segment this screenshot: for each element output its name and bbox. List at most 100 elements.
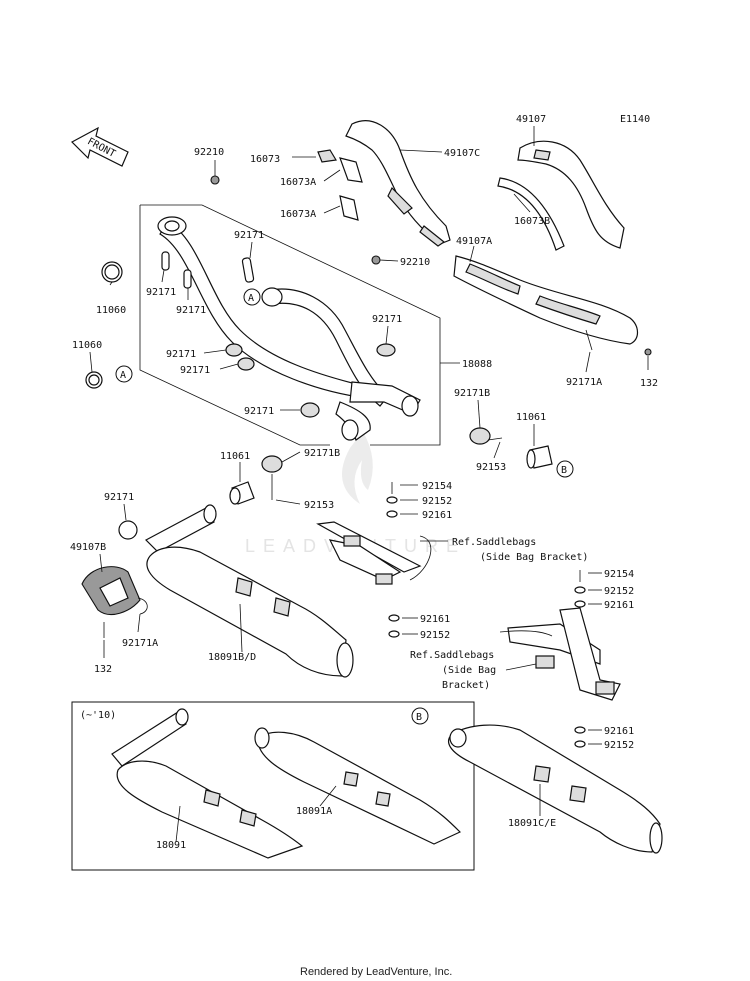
screw-132-top <box>644 348 652 356</box>
label-92171A: 92171A <box>566 377 602 388</box>
label-18091A: 18091A <box>296 806 332 817</box>
label-92153: 92153 <box>304 500 334 511</box>
heat-shield-49107 <box>517 140 625 249</box>
clamp-92171-b <box>161 251 170 271</box>
label-92210: 92210 <box>194 147 224 158</box>
label-92154: 92154 <box>604 569 634 580</box>
ref-side-bag-bracket-1: (Side Bag Bracket) <box>480 552 588 563</box>
label-18091: 18091 <box>156 840 186 851</box>
label-92161: 92161 <box>604 600 634 611</box>
saddlebag-bracket-left <box>316 521 432 585</box>
label-18088: 18088 <box>462 359 492 370</box>
muffler-18091BD <box>145 504 354 678</box>
ref-saddlebags-2: Ref.Saddlebags <box>410 650 494 661</box>
label-11061: 11061 <box>220 451 250 462</box>
label-49107: 49107 <box>516 114 546 125</box>
clamp-92171-g <box>300 402 320 418</box>
heat-pad-16073A-2 <box>339 195 359 221</box>
clamp-92171-c <box>183 269 192 289</box>
diagram-id: E1140 <box>620 114 650 125</box>
label-92171: 92171 <box>244 406 274 417</box>
ref-bracket-2: Bracket) <box>442 680 490 691</box>
callout-b-right <box>556 460 574 478</box>
label-11060: 11060 <box>96 305 126 316</box>
ref-saddlebags-1: Ref.Saddlebags <box>452 537 536 548</box>
nut-92161-d <box>574 726 586 734</box>
label-92171: 92171 <box>176 305 206 316</box>
label-92171: 92171 <box>180 365 210 376</box>
front-arrow-icon: FRONT <box>71 126 129 167</box>
label-92171A: 92171A <box>122 638 158 649</box>
clamp-92171-e <box>225 343 243 357</box>
header-pipe-rear <box>261 287 389 407</box>
svg-text:A: A <box>248 293 254 304</box>
label-16073B: 16073B <box>514 216 550 227</box>
footer-credit: Rendered by LeadVenture, Inc. <box>300 966 452 978</box>
label-92171: 92171 <box>104 492 134 503</box>
label-92210: 92210 <box>400 257 430 268</box>
label-92171: 92171 <box>372 314 402 325</box>
label-49107B: 49107B <box>70 542 106 553</box>
clamp-92171-h <box>118 520 138 540</box>
watermark-flame-icon <box>342 430 373 504</box>
label-92171B: 92171B <box>304 448 340 459</box>
heat-shield-49107B <box>81 566 141 615</box>
label-11061: 11061 <box>516 412 546 423</box>
label-16073A: 16073A <box>280 177 316 188</box>
heat-pad-16073 <box>317 149 337 163</box>
label-18091BD: 18091B/D <box>208 652 256 663</box>
washer-92152-b <box>388 630 400 638</box>
nut-92161-a <box>386 510 398 518</box>
header-pipe-front <box>157 216 368 399</box>
callout-a-upper <box>243 288 261 306</box>
muffler-18091 <box>111 708 304 859</box>
label-92171: 92171 <box>234 230 264 241</box>
label-92152: 92152 <box>604 740 634 751</box>
label-132: 132 <box>640 378 658 389</box>
muffler-18091CE <box>448 724 663 854</box>
label-132: 132 <box>94 664 112 675</box>
label-92171B: 92171B <box>454 388 490 399</box>
sleeve-11061-right <box>526 445 553 469</box>
nut-92161-b <box>388 614 400 622</box>
label-11060: 11060 <box>72 340 102 351</box>
label-92154: 92154 <box>422 481 452 492</box>
header-collector <box>335 381 421 441</box>
clip-92171A-top <box>585 329 593 351</box>
clamp-92171B-left <box>261 455 283 473</box>
assembly-frame-18088 <box>140 204 441 446</box>
clip-92171A-left <box>137 597 148 615</box>
washer-92152-a <box>386 496 398 504</box>
svg-text:B: B <box>561 465 567 476</box>
nut-92210-mid <box>371 255 381 265</box>
label-92153: 92153 <box>476 462 506 473</box>
sleeve-11061-left <box>229 481 255 505</box>
clamp-92171-d <box>376 343 396 357</box>
inset-note: (~'10) <box>80 710 116 721</box>
ref-side-bag-2: (Side Bag <box>442 665 496 676</box>
clamp-92171-f <box>237 357 255 371</box>
svg-text:B: B <box>416 712 422 723</box>
label-92152: 92152 <box>422 496 452 507</box>
nut-92210-top <box>210 175 220 185</box>
muffler-18091A <box>254 727 462 845</box>
svg-text:A: A <box>120 370 126 381</box>
washer-92152-d <box>574 740 586 748</box>
label-92171: 92171 <box>166 349 196 360</box>
label-16073A: 16073A <box>280 209 316 220</box>
clamp-92171-a <box>241 257 255 283</box>
callout-b-lower <box>411 707 429 725</box>
label-92171: 92171 <box>146 287 176 298</box>
label-49107C: 49107C <box>444 148 480 159</box>
callout-a-left <box>115 365 133 383</box>
clamp-92171B-right <box>469 427 491 445</box>
heat-pad-16073B <box>497 177 565 251</box>
heat-pad-16073A-1 <box>339 157 363 183</box>
label-92152: 92152 <box>604 586 634 597</box>
label-92161: 92161 <box>420 614 450 625</box>
label-92152: 92152 <box>420 630 450 641</box>
label-16073: 16073 <box>250 154 280 165</box>
nut-92161-c <box>574 600 586 608</box>
